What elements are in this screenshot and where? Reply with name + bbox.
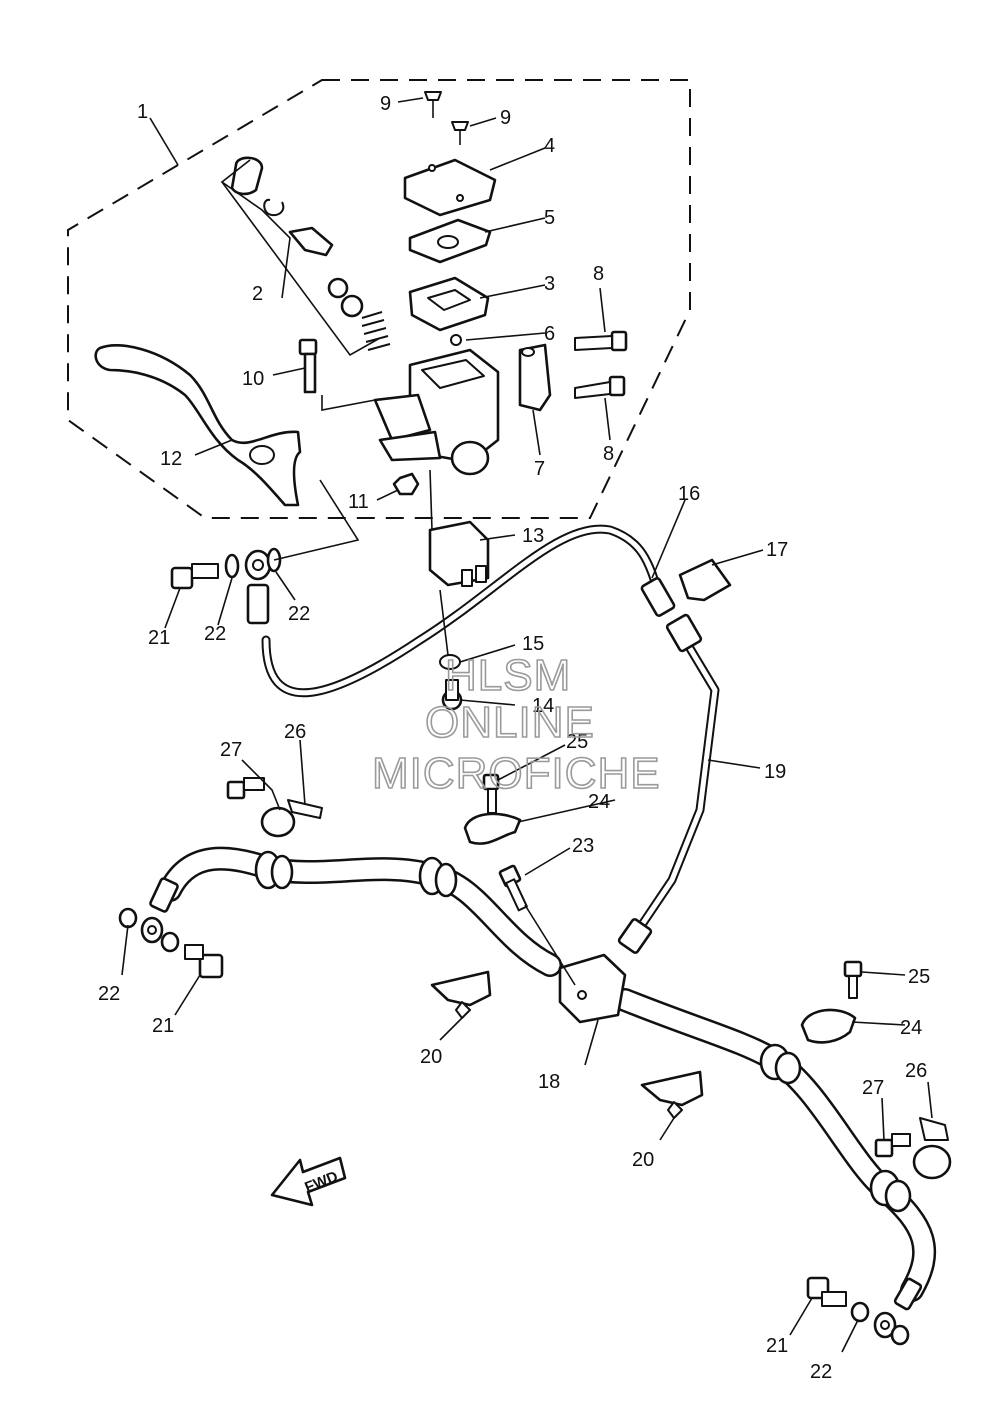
- callout-1: 1: [137, 101, 148, 123]
- joint-18: [558, 953, 627, 1024]
- brake-switch-13: [428, 520, 490, 587]
- hose-sleeve-c: [759, 1043, 802, 1085]
- callout-2: 2: [252, 283, 263, 305]
- callout-24b: 24: [900, 1017, 922, 1039]
- screw-9a: [424, 91, 442, 118]
- callout-10: 10: [242, 368, 264, 390]
- hose-clamp-26a: [260, 799, 323, 838]
- watermark-line1: HLSM: [445, 651, 571, 700]
- hose-fitting-16: [640, 577, 676, 617]
- callout-3: 3: [544, 273, 555, 295]
- hose-fitting-right: [873, 1277, 923, 1339]
- callout-9b: 9: [500, 107, 511, 129]
- callout-27a: 27: [220, 739, 242, 761]
- callout-23: 23: [572, 835, 594, 857]
- brake-hose-left: [158, 846, 562, 977]
- pipe-nut-bottom: [617, 918, 653, 954]
- bolt-25b: [843, 960, 863, 999]
- callout-25b: 25: [908, 966, 930, 988]
- callout-labels: 1 2 3 4 5 6 7 8 8 9 9 10 11 12 13 14 15 …: [98, 93, 930, 1383]
- pipe-nut-top: [665, 613, 703, 653]
- callout-18: 18: [538, 1071, 560, 1093]
- union-bolt-21c: [806, 1276, 847, 1307]
- bolt-23: [498, 864, 528, 912]
- leader-lines: [121, 97, 933, 1353]
- callout-22d: 22: [810, 1361, 832, 1383]
- callout-9a: 9: [380, 93, 391, 115]
- bolt-27b: [874, 1133, 911, 1158]
- brake-pipe-19: [630, 635, 720, 940]
- watermark: HLSM ONLINE MICROFICHE: [371, 650, 661, 799]
- hose-clamp-24b: [800, 1008, 857, 1044]
- brake-lever: [94, 344, 302, 507]
- callout-22a: 22: [204, 623, 226, 645]
- callout-14: 14: [532, 695, 554, 717]
- callout-20a: 20: [420, 1046, 442, 1068]
- callout-24a: 24: [588, 791, 610, 813]
- piston-kit-2: [230, 156, 391, 351]
- washer-22d: [160, 931, 180, 953]
- clamp-bolt-8b: [574, 375, 626, 399]
- callout-26b: 26: [905, 1060, 927, 1082]
- callout-11: 11: [348, 491, 369, 513]
- washer-22a: [224, 553, 240, 579]
- master-cylinder-body: [373, 348, 500, 476]
- callout-21a: 21: [148, 627, 170, 649]
- clamp-bolt-8a: [574, 330, 628, 352]
- washer-22e: [850, 1301, 870, 1323]
- assembly-boundary: [67, 79, 691, 519]
- hose-sleeve-a: [254, 850, 294, 890]
- callout-13: 13: [522, 525, 544, 547]
- callout-7: 7: [534, 458, 545, 480]
- hose-clamp-24a: [463, 812, 522, 845]
- callout-20b: 20: [632, 1149, 654, 1171]
- screw-9b: [451, 121, 469, 145]
- clip-20a: [430, 970, 492, 1019]
- clip-20b: [640, 1070, 704, 1119]
- callout-4: 4: [544, 135, 555, 157]
- float-6: [450, 334, 462, 346]
- diaphragm-plate-5: [408, 218, 492, 264]
- hose-clamp-26b: [912, 1117, 952, 1180]
- brake-hose-upper: [261, 524, 665, 698]
- callout-8a: 8: [593, 263, 604, 285]
- nut-11: [392, 472, 420, 496]
- callout-26a: 26: [284, 721, 306, 743]
- hose-sleeve-b: [418, 856, 458, 898]
- brake-hose-right: [613, 988, 937, 1302]
- watermark-line3: MICROFICHE: [372, 749, 661, 798]
- handlebar-clamp-7: [518, 343, 552, 412]
- screw-14: [441, 679, 463, 711]
- union-bolt-21b: [184, 944, 224, 979]
- clip-17: [678, 558, 732, 602]
- callout-21b: 21: [152, 1015, 174, 1037]
- hose-fitting-upper: [244, 549, 272, 625]
- callout-25a: 25: [566, 731, 588, 753]
- callout-16: 16: [678, 483, 700, 505]
- callout-21c: 21: [766, 1335, 788, 1357]
- hose-fitting-left: [140, 877, 179, 944]
- callout-19: 19: [764, 761, 786, 783]
- callout-22c: 22: [98, 983, 120, 1005]
- watermark-line2: ONLINE: [425, 698, 595, 747]
- pivot-bolt-10: [298, 338, 318, 394]
- callout-22b: 22: [288, 603, 310, 625]
- bolt-27a: [226, 777, 265, 800]
- fwd-arrow-icon: FWD: [270, 1156, 347, 1207]
- callout-17: 17: [766, 539, 788, 561]
- cylinder-cap-4: [403, 158, 497, 217]
- bolt-25a: [482, 773, 500, 814]
- callout-8b: 8: [603, 443, 614, 465]
- callout-15: 15: [522, 633, 544, 655]
- callout-12: 12: [160, 448, 182, 470]
- washer-22f: [890, 1324, 910, 1346]
- union-bolt-21a: [170, 563, 219, 590]
- callout-27b: 27: [862, 1077, 884, 1099]
- diaphragm-3: [408, 276, 490, 332]
- callout-6: 6: [544, 323, 555, 345]
- hose-sleeve-d: [869, 1169, 912, 1213]
- callout-5: 5: [544, 207, 555, 229]
- washer-22c: [118, 907, 138, 929]
